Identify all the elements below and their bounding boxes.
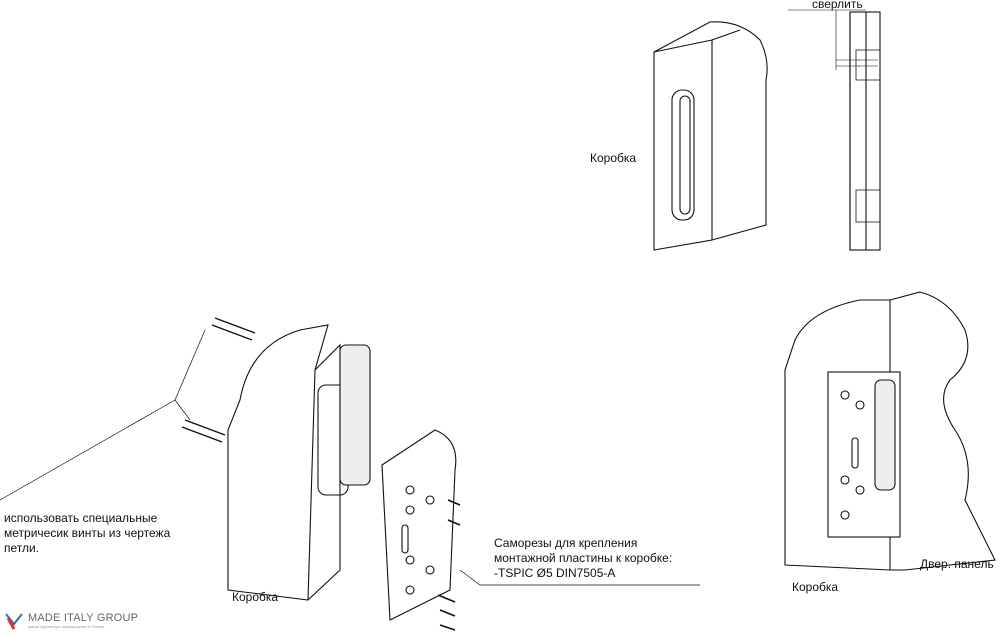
brand-logo: MADE ITALY GROUP двери фурнитура произво… [4,610,138,630]
metric-note-line: метричесик винты из чертежа [4,526,171,540]
logo-mark-icon [5,613,23,630]
frame-exploded-left [0,317,700,631]
drill-label: сверлить [812,0,863,11]
logo-name: MADE ITALY GROUP [28,611,139,624]
screws-note-line: Саморезы для крепления [494,536,638,550]
frame-label-right: Коробка [792,580,839,594]
frame-section-view [788,9,881,251]
metric-screws-note: использовать специальные метричесик винт… [4,511,170,556]
logo-tagline: двери фурнитура производство в России [28,623,105,629]
frame-label-left: Коробка [232,590,279,604]
frame-isometric-top [653,21,768,251]
metric-note-line: петли. [4,541,40,555]
metric-note-line: использовать специальные [4,511,158,525]
frame-assembled-right [784,291,996,571]
door-panel-label: Двер. панель [920,557,994,571]
frame-label-top: Коробка [590,151,637,165]
screws-note: Саморезы для крепления монтажной пластин… [494,536,672,581]
screws-note-line: монтажной пластины к коробке: [494,551,673,565]
screws-note-line: -TSPIC Ø5 DIN7505-A [494,566,616,580]
